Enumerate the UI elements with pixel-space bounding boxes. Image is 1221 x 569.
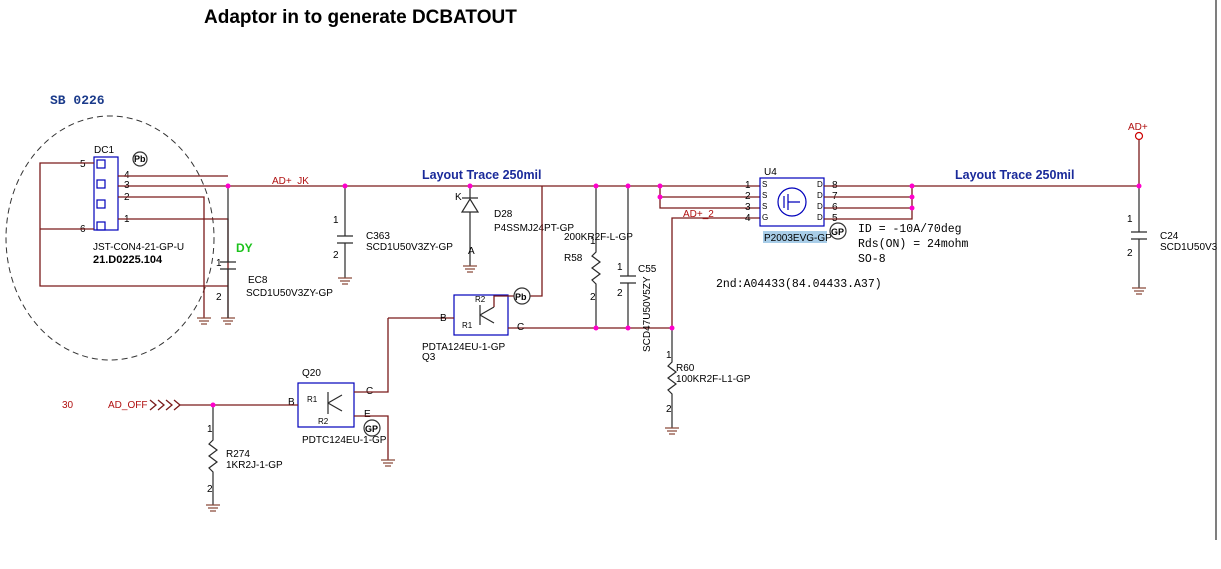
svg-text:2: 2 bbox=[745, 191, 751, 202]
svg-text:Pb: Pb bbox=[515, 292, 527, 302]
q20-part: PDTC124EU-1-GP bbox=[302, 435, 387, 446]
svg-text:GP: GP bbox=[831, 227, 844, 237]
net-ad-2: AD+_2 bbox=[683, 209, 714, 220]
c24-ref: C24 bbox=[1160, 231, 1179, 242]
svg-text:2: 2 bbox=[590, 292, 596, 303]
svg-text:R2: R2 bbox=[318, 417, 329, 426]
ad-off-page: 30 bbox=[62, 400, 74, 411]
u4-spec-id: ID = -10A/70deg bbox=[858, 223, 962, 236]
q3-body bbox=[453, 294, 509, 336]
trace-note-2: Layout Trace 250mil bbox=[955, 168, 1075, 182]
r274-part: 1KR2J-1-GP bbox=[226, 460, 283, 471]
svg-text:1: 1 bbox=[333, 215, 339, 226]
svg-text:1: 1 bbox=[1127, 214, 1133, 225]
svg-text:S: S bbox=[762, 191, 767, 200]
net-ad-jk: AD+_JK bbox=[272, 176, 309, 187]
u4-spec-rds: Rds(ON) = 24mohm bbox=[858, 238, 969, 251]
svg-text:Pb: Pb bbox=[134, 154, 146, 164]
svg-text:D: D bbox=[817, 191, 823, 200]
svg-text:2: 2 bbox=[617, 288, 623, 299]
q3-part: PDTA124EU-1-GP bbox=[422, 342, 506, 353]
u4-second-source: 2nd:A04433(84.04433.A37) bbox=[716, 278, 882, 291]
r58-part: 200KR2F-L-GP bbox=[564, 232, 633, 243]
d28-part: P4SSMJ24PT-GP bbox=[494, 223, 574, 234]
svg-text:GP: GP bbox=[365, 424, 378, 434]
svg-text:2: 2 bbox=[1127, 248, 1133, 259]
q3-ref: Q3 bbox=[422, 352, 436, 363]
u4-ref: U4 bbox=[764, 167, 777, 178]
offpage-arrow bbox=[149, 399, 182, 411]
svg-text:3: 3 bbox=[745, 202, 751, 213]
svg-text:B: B bbox=[440, 313, 447, 324]
svg-text:1: 1 bbox=[216, 258, 222, 269]
svg-text:C: C bbox=[517, 322, 524, 333]
dc1-partno: 21.D0225.104 bbox=[93, 254, 163, 266]
svg-text:E: E bbox=[364, 409, 371, 420]
svg-text:R1: R1 bbox=[307, 395, 318, 404]
svg-text:1: 1 bbox=[745, 180, 751, 191]
svg-text:1: 1 bbox=[617, 262, 623, 273]
svg-text:2: 2 bbox=[216, 292, 222, 303]
svg-text:2: 2 bbox=[207, 484, 213, 495]
svg-text:A: A bbox=[468, 246, 475, 257]
svg-text:G: G bbox=[762, 213, 768, 222]
sb-group-outline bbox=[5, 115, 215, 361]
svg-text:1: 1 bbox=[666, 350, 672, 361]
trace-note-1: Layout Trace 250mil bbox=[422, 168, 542, 182]
u4-part: P2003EVG-GP bbox=[764, 233, 832, 244]
svg-text:2: 2 bbox=[333, 250, 339, 261]
c55-part: SCD47U50V5ZY bbox=[642, 276, 653, 352]
connector-dc1: DC1 5 4 3 2 1 6 JST-CON4-21-GP-U 21.D022… bbox=[80, 145, 184, 266]
r60-ref: R60 bbox=[676, 363, 695, 374]
r58-ref: R58 bbox=[564, 253, 583, 264]
dc1-part: JST-CON4-21-GP-U bbox=[93, 242, 184, 253]
d28-ref: D28 bbox=[494, 209, 513, 220]
svg-text:5: 5 bbox=[80, 159, 86, 170]
c24-part: SCD1U50V3 bbox=[1160, 242, 1218, 253]
svg-text:S: S bbox=[762, 202, 767, 211]
ec8-ref: EC8 bbox=[248, 275, 268, 286]
ec8-part: SCD1U50V3ZY-GP bbox=[246, 288, 333, 299]
net-ad-plus: AD+ bbox=[1128, 122, 1148, 133]
svg-text:1: 1 bbox=[590, 236, 596, 247]
svg-text:2: 2 bbox=[666, 404, 672, 415]
svg-text:S: S bbox=[762, 180, 767, 189]
svg-text:B: B bbox=[288, 397, 295, 408]
svg-text:1: 1 bbox=[207, 424, 213, 435]
u4-spec-pkg: SO-8 bbox=[858, 253, 886, 266]
svg-text:K: K bbox=[455, 192, 462, 203]
svg-text:D: D bbox=[817, 180, 823, 189]
q20-ref: Q20 bbox=[302, 368, 321, 379]
c363-ref: C363 bbox=[366, 231, 390, 242]
svg-text:D: D bbox=[817, 213, 823, 222]
dc1-refdes: DC1 bbox=[94, 145, 114, 156]
dy-mark: DY bbox=[236, 241, 253, 255]
svg-text:R1: R1 bbox=[462, 321, 473, 330]
u4-body bbox=[759, 177, 825, 227]
net-ad-off: AD_OFF bbox=[108, 400, 147, 411]
c363-part: SCD1U50V3ZY-GP bbox=[366, 242, 453, 253]
page-title: Adaptor in to generate DCBATOUT bbox=[204, 7, 517, 28]
svg-text:4: 4 bbox=[745, 213, 751, 224]
sb-group-label: SB 0226 bbox=[50, 93, 105, 108]
r60-part: 100KR2F-L1-GP bbox=[676, 374, 751, 385]
r274-ref: R274 bbox=[226, 449, 250, 460]
svg-text:R2: R2 bbox=[475, 295, 486, 304]
junction-dots bbox=[210, 183, 1142, 408]
c55-ref: C55 bbox=[638, 264, 657, 275]
svg-text:D: D bbox=[817, 202, 823, 211]
